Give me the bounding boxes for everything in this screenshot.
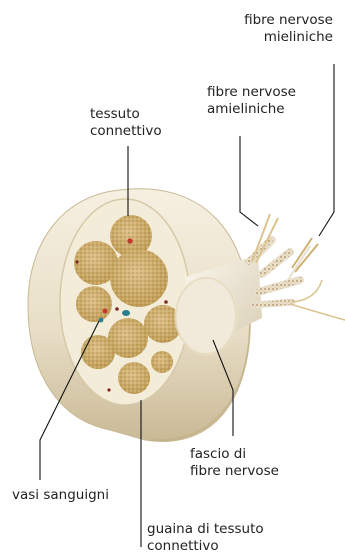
label-connective-sheath: guaina di tessuto connettivo — [147, 521, 264, 555]
leader-mieliniche — [319, 64, 334, 236]
nerve-fibres — [248, 214, 345, 320]
leader-amieliniche — [240, 136, 258, 226]
label-myelinated-fibres: fibre nervose mieliniche — [244, 12, 333, 46]
label-unmyelinated-fibres: fibre nervose amieliniche — [207, 84, 296, 118]
label-connective-tissue: tessuto connettivo — [90, 106, 162, 140]
cross-section-face — [60, 199, 190, 405]
label-blood-vessels: vasi sanguigni — [12, 487, 109, 504]
label-fibre-bundle: fascio di fibre nervose — [190, 446, 279, 480]
